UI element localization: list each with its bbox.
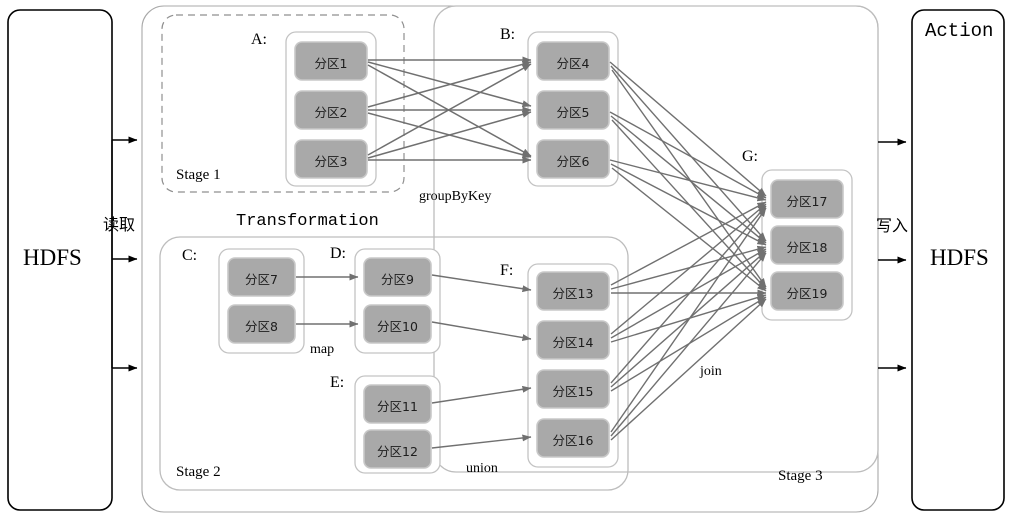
rdd-label-C: C: [182, 247, 198, 264]
partition-label-15: 分区15 [552, 384, 594, 399]
op-label-union: union [466, 461, 498, 476]
rdd-label-F: F: [500, 262, 514, 279]
partition-box-1[interactable] [294, 41, 368, 81]
hdfs-source-label: HDFS [23, 245, 82, 270]
partition-box-15[interactable] [536, 369, 610, 409]
rdd-label-A: A: [251, 31, 267, 48]
edges-groupbykey [367, 56, 532, 164]
partition-label-1: 分区1 [314, 56, 348, 71]
stage-label-3: Stage 3 [778, 468, 823, 484]
partition-box-4[interactable] [536, 41, 610, 81]
partition-label-9: 分区9 [381, 272, 414, 287]
partition-box-2[interactable] [294, 90, 368, 130]
action-label: Action [925, 20, 994, 42]
partition-label-18: 分区18 [786, 240, 828, 255]
rdd-label-B: B: [500, 26, 516, 43]
partition-label-3: 分区3 [314, 154, 348, 169]
edges-map [296, 273, 359, 328]
partition-label-10: 分区10 [377, 319, 418, 334]
partition-box-6[interactable] [536, 139, 610, 179]
hdfs-read-arrows [111, 136, 138, 372]
transformation-label: Transformation [236, 212, 379, 231]
partition-label-19: 分区19 [786, 286, 828, 301]
partition-label-14: 分区14 [552, 335, 594, 350]
partition-label-2: 分区2 [314, 105, 348, 120]
partition-label-8: 分区8 [245, 319, 278, 334]
stage-label-1: Stage 1 [176, 167, 221, 183]
partition-box-5[interactable] [536, 90, 610, 130]
stage-label-2: Stage 2 [176, 464, 221, 480]
partition-label-5: 分区5 [556, 105, 590, 120]
op-label-map: map [310, 342, 335, 357]
partition-label-13: 分区13 [552, 286, 594, 301]
rdd-label-E: E: [330, 374, 345, 391]
partition-box-19[interactable] [770, 271, 844, 311]
read-edge-label: 读取 [103, 215, 136, 234]
partition-box-7[interactable] [227, 257, 296, 297]
partition-label-16: 分区16 [552, 433, 594, 448]
stage3-container [433, 5, 879, 473]
partition-box-17[interactable] [770, 179, 844, 219]
partition-box-3[interactable] [294, 139, 368, 179]
rdd-container-F [527, 263, 619, 468]
hdfs-write-arrows [878, 138, 907, 372]
partition-label-6: 分区6 [556, 154, 590, 169]
partition-label-17: 分区17 [786, 194, 828, 209]
partition-box-16[interactable] [536, 418, 610, 458]
partition-box-8[interactable] [227, 304, 296, 344]
edges-join [609, 61, 767, 441]
partition-label-11: 分区11 [377, 399, 418, 414]
partition-box-14[interactable] [536, 320, 610, 360]
partition-box-10[interactable] [363, 304, 432, 344]
hdfs-sink-label: HDFS [930, 245, 989, 270]
op-label-join: join [700, 364, 722, 379]
rdd-label-D: D: [330, 245, 346, 262]
partition-label-7: 分区7 [245, 272, 278, 287]
partition-label-12: 分区12 [377, 444, 418, 459]
op-label-groupbykey: groupByKey [419, 189, 492, 204]
partition-box-13[interactable] [536, 271, 610, 311]
hdfs-sink-box [911, 9, 1005, 511]
write-edge-label: 写入 [876, 216, 909, 235]
edges-union [431, 274, 532, 449]
partition-box-18[interactable] [770, 225, 844, 265]
partition-box-11[interactable] [363, 384, 432, 424]
partition-box-12[interactable] [363, 429, 432, 469]
partition-box-9[interactable] [363, 257, 432, 297]
rdd-label-G: G: [742, 148, 758, 165]
partition-label-4: 分区4 [556, 56, 590, 71]
